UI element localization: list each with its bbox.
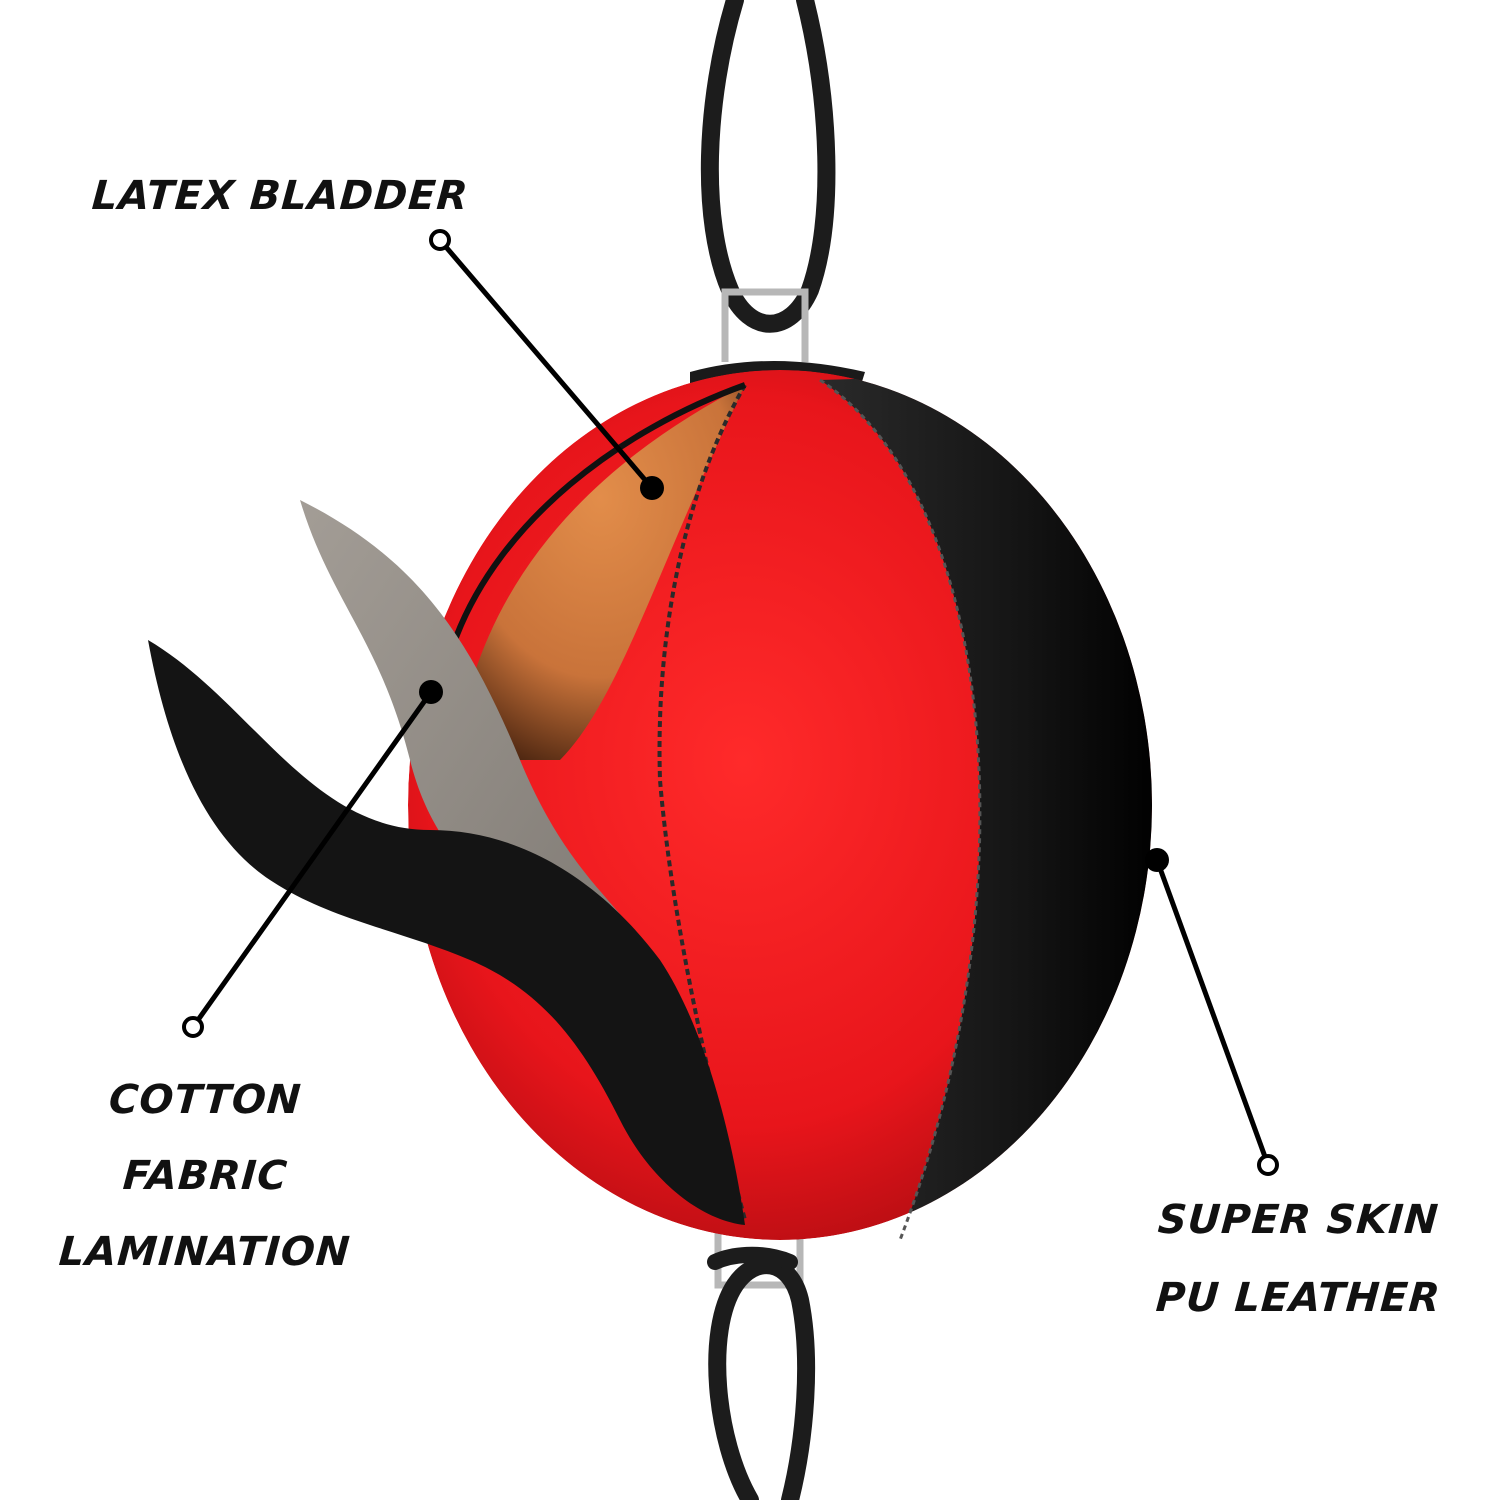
pu-leather-flap	[148, 640, 745, 1225]
label-cotton-line-1: COTTON	[107, 1077, 303, 1123]
top-rope	[700, 0, 836, 333]
label-cotton-line-2: FABRIC	[121, 1153, 289, 1199]
callout-super-skin	[1145, 848, 1279, 1176]
label-latex-bladder: LATEX BLADDER	[90, 173, 471, 219]
callout-cotton	[182, 680, 443, 1038]
latex-bladder-panel	[455, 385, 745, 760]
bottom-rope	[707, 1246, 816, 1500]
label-cotton-fabric-lamination: COTTON FABRIC LAMINATION	[58, 1077, 353, 1308]
ball-seams	[819, 378, 982, 1241]
label-super-line-1: SUPER SKIN	[1155, 1197, 1441, 1243]
black-panel	[820, 370, 1152, 1240]
callout-latex	[429, 229, 664, 500]
label-super-line-2: PU LEATHER	[1154, 1275, 1442, 1321]
label-cotton-line-3: LAMINATION	[57, 1229, 353, 1275]
label-super-skin-pu-leather: SUPER SKIN PU LEATHER	[1154, 1197, 1442, 1356]
